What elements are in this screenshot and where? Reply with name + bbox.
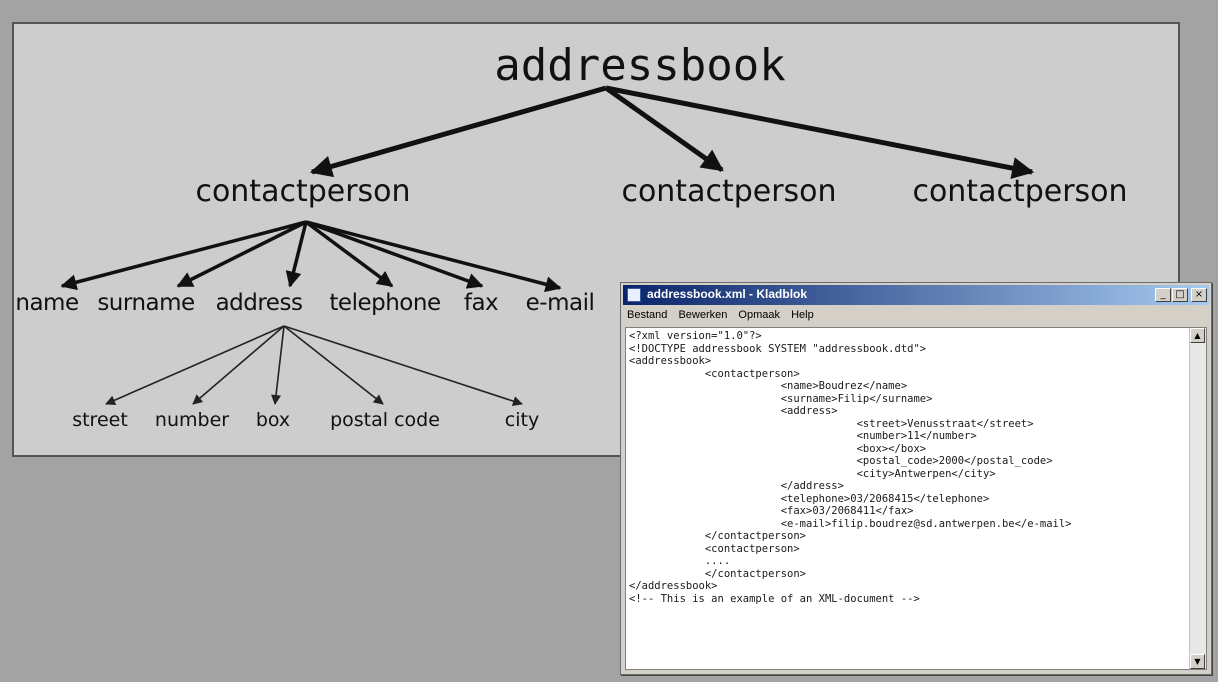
node-telephone: telephone (329, 290, 441, 316)
code-line: <box></box> (629, 442, 927, 455)
scroll-down-arrow-icon[interactable]: ▼ (1190, 654, 1205, 669)
code-line: <surname>Filip</surname> (629, 392, 933, 405)
code-line: <street>Venusstraat</street> (629, 417, 1034, 430)
node-fax: fax (463, 290, 499, 316)
code-line: <?xml version="1.0"?> (629, 330, 762, 342)
code-line: <!-- This is an example of an XML-docume… (629, 592, 920, 605)
vertical-scrollbar[interactable]: ▲ ▼ (1189, 328, 1206, 669)
code-line: <address> (629, 405, 838, 417)
xml-document-text[interactable]: <?xml version="1.0"?><!DOCTYPE addressbo… (629, 330, 1072, 605)
node-number: number (154, 409, 230, 431)
code-line: <contactperson> (629, 367, 800, 380)
code-line: </address> (629, 480, 844, 492)
close-button[interactable]: × (1191, 288, 1207, 302)
node-contactperson: contactperson (912, 174, 1128, 209)
node-email: e-mail (525, 290, 595, 316)
node-box: box (255, 409, 291, 431)
menu-help[interactable]: Help (791, 309, 814, 321)
code-line: </addressbook> (629, 580, 718, 592)
node-contactperson: contactperson (621, 174, 837, 209)
minimize-button[interactable]: _ (1155, 288, 1171, 302)
node-street: street (72, 409, 128, 431)
code-line: .... (629, 555, 731, 567)
node-city: city (504, 409, 540, 431)
code-line: <e-mail>filip.boudrez@sd.antwerpen.be</e… (629, 517, 1072, 530)
menu-bewerken[interactable]: Bewerken (678, 309, 728, 321)
node-surname: surname (97, 290, 195, 316)
code-line: <city>Antwerpen</city> (629, 467, 996, 480)
node-contactperson: contactperson (195, 174, 411, 209)
scroll-up-arrow-icon[interactable]: ▲ (1190, 328, 1205, 343)
menu-bestand[interactable]: Bestand (627, 309, 668, 321)
code-line: <postal_code>2000</postal_code> (629, 455, 1053, 467)
code-line: <contactperson> (629, 542, 800, 555)
window-title: addressbook.xml - Kladblok (647, 287, 808, 301)
code-line: </contactperson> (629, 530, 807, 542)
node-name: name (15, 290, 79, 316)
node-postal-code: postal code (330, 409, 440, 431)
node-address: address (215, 290, 303, 316)
code-line: <number>11</number> (629, 430, 977, 442)
menu-opmaak[interactable]: Opmaak (738, 309, 780, 321)
code-line: <telephone>03/2068415</telephone> (629, 492, 990, 505)
code-line: <name>Boudrez</name> (629, 380, 908, 392)
title-bar[interactable]: addressbook.xml - Kladblok _ □ × (623, 285, 1209, 305)
menu-bar: Bestand Bewerken Opmaak Help (623, 307, 1209, 325)
code-line: </contactperson> (629, 567, 807, 580)
maximize-button[interactable]: □ (1172, 288, 1188, 302)
code-line: <fax>03/2068411</fax> (629, 505, 914, 517)
notepad-icon (627, 288, 641, 302)
node-addressbook: addressbook (494, 40, 786, 91)
code-line: <!DOCTYPE addressbook SYSTEM "addressboo… (629, 342, 927, 355)
text-editor-area[interactable]: <?xml version="1.0"?><!DOCTYPE addressbo… (625, 327, 1207, 670)
notepad-window[interactable]: addressbook.xml - Kladblok _ □ × Bestand… (620, 282, 1212, 675)
code-line: <addressbook> (629, 355, 712, 367)
